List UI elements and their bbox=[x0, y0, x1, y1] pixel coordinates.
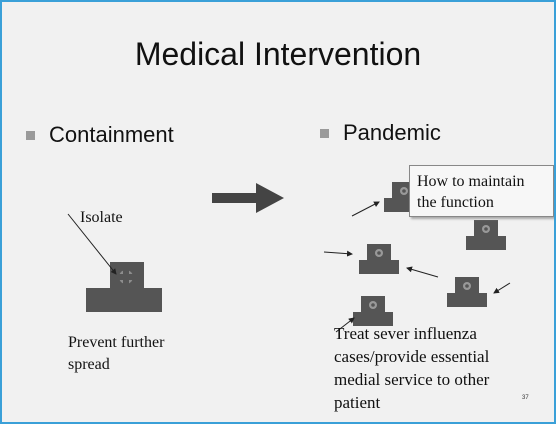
bullet-marker bbox=[320, 128, 329, 138]
bullet-pandemic: Pandemic bbox=[320, 120, 441, 146]
bullet-marker bbox=[26, 130, 35, 140]
bullet-containment-label: Containment bbox=[49, 122, 174, 147]
bullet-pandemic-label: Pandemic bbox=[343, 120, 441, 145]
pandemic-caption-line-2: cases/provide essential bbox=[334, 347, 490, 366]
small-arrow-icon bbox=[323, 250, 353, 257]
hospital-icon bbox=[353, 296, 393, 326]
small-arrow-icon bbox=[351, 201, 380, 217]
pandemic-caption-line-4: patient bbox=[334, 393, 381, 412]
small-arrow-icon bbox=[335, 317, 355, 333]
callout-line-2: the function bbox=[417, 194, 494, 211]
small-arrow-icon bbox=[493, 282, 511, 294]
pandemic-caption-line-1: Treat sever influenza bbox=[334, 324, 477, 343]
isolate-pointer-line bbox=[67, 213, 117, 275]
callout-line-1: How to maintain bbox=[417, 173, 525, 190]
slide-title: Medical Intervention bbox=[134, 36, 422, 72]
transition-arrow-icon bbox=[212, 183, 284, 213]
small-arrow-icon bbox=[406, 266, 439, 278]
slide-number: 37 bbox=[522, 395, 529, 401]
hospital-icon bbox=[359, 244, 399, 274]
isolate-label: Isolate bbox=[80, 209, 123, 226]
function-callout-box: How to maintain the function bbox=[409, 165, 554, 217]
pandemic-caption-line-3: medial service to other bbox=[334, 370, 490, 389]
bullet-containment: Containment bbox=[26, 122, 174, 148]
containment-caption-line-2: spread bbox=[68, 356, 110, 373]
containment-caption-line-1: Prevent further bbox=[68, 334, 165, 351]
isolated-hospital-icon bbox=[86, 262, 162, 312]
hospital-icon bbox=[447, 277, 487, 307]
hospital-icon bbox=[466, 220, 506, 250]
